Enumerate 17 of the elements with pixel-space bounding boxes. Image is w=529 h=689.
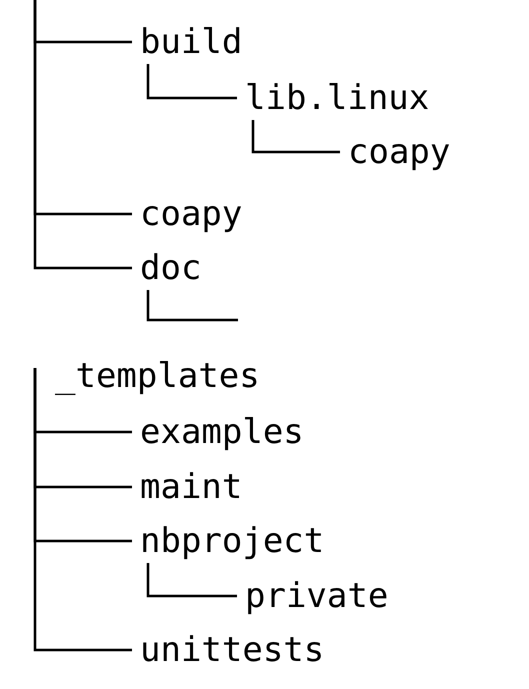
folder-name: examples — [140, 412, 304, 452]
folder-name: private — [245, 576, 388, 616]
folder-name: _templates — [55, 356, 260, 396]
folder-name: lib.linux — [245, 78, 430, 118]
folder-name: coapy — [140, 194, 242, 234]
folder-name: unittests — [140, 630, 324, 670]
folder-name: maint — [140, 467, 242, 507]
tree-line — [34, 0, 132, 270]
folder-name: doc — [140, 248, 202, 288]
tree-line — [34, 368, 132, 652]
folder-name: build — [140, 22, 242, 62]
folder-name: coapy — [348, 132, 450, 172]
tree-line — [146, 64, 237, 100]
folder-name: nbproject — [140, 521, 324, 561]
tree-line — [146, 290, 238, 322]
tree-line — [146, 563, 237, 598]
tree-line — [252, 120, 340, 154]
